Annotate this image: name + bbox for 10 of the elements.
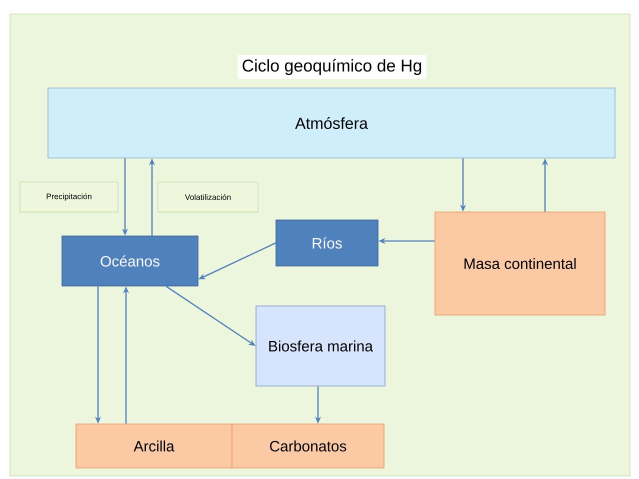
process-box: Ríos: [276, 220, 378, 266]
process-box: Océanos: [62, 236, 198, 286]
process-box: Biosfera marina: [256, 306, 386, 386]
note-box: Volatilización: [158, 182, 258, 212]
title: Ciclo geoquímico de Hg: [238, 54, 426, 80]
atmosphere-band: Atmósfera: [48, 88, 616, 158]
process-box: Carbonatos: [232, 424, 384, 468]
note-box: Precipitación: [20, 182, 118, 212]
process-box: Arcilla: [76, 424, 232, 468]
process-box: Masa continental: [434, 212, 606, 316]
